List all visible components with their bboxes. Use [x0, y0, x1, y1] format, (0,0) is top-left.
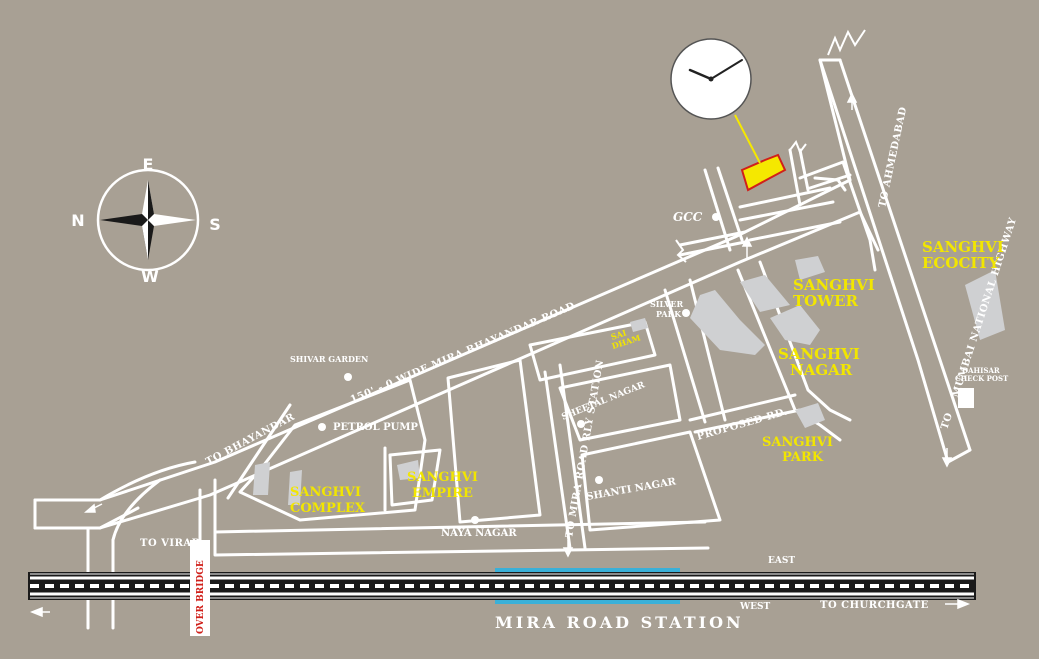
- railway-track: [28, 572, 976, 600]
- sanghvi-park-label-1: SANGHVI: [762, 435, 833, 450]
- sanghvi-empire-label-1: SANGHVI: [407, 470, 478, 485]
- main-road-north-edge: [33, 178, 852, 502]
- road-break-marks: [675, 29, 866, 263]
- block-complex-a: [253, 462, 270, 495]
- block-empire: [397, 460, 420, 480]
- petrol-pump-label: PETROL PUMP: [333, 422, 418, 433]
- block-nagar: [690, 290, 765, 355]
- sanghvi-ecocity-label-2: ECOCITY: [922, 254, 1000, 272]
- main-road-label: 150' - 0 WIDE MIRA BHAYANDAR ROAD: [349, 301, 577, 406]
- sanghvi-park-label-2: PARK: [782, 450, 824, 465]
- block-tower-a: [740, 275, 790, 312]
- building-blocks: [253, 256, 1005, 505]
- station-platforms: [495, 568, 680, 604]
- sanghvi-complex-label-1: SANGHVI: [290, 485, 361, 500]
- west-label: WEST: [739, 602, 770, 612]
- compass-south-label: S: [209, 215, 221, 234]
- sanghvi-nagar-label-1: SANGHVI: [778, 345, 860, 363]
- sanghvi-tower-label-2: TOWER: [793, 292, 859, 310]
- compass-east-label: E: [143, 155, 154, 174]
- compass-icon: [96, 168, 200, 272]
- site-pointer-line: [734, 114, 761, 164]
- east-label: EAST: [768, 556, 795, 566]
- block-sai-dham: [630, 318, 648, 332]
- compass-west-label: W: [141, 267, 159, 286]
- compass-north-label: N: [71, 211, 84, 230]
- site-marker-icon: [740, 153, 787, 192]
- over-bridge: [190, 540, 210, 636]
- block-near-tower: [795, 256, 825, 280]
- sanghvi-ecocity-label-1: SANGHVI: [922, 238, 1004, 256]
- block-tower-b: [770, 305, 820, 345]
- dahisar-label-1: DAHISAR: [962, 366, 1000, 375]
- sanghvi-complex-label-2: COMPLEX: [290, 501, 366, 516]
- gcc-label: GCC: [673, 210, 703, 224]
- road-network: [33, 58, 972, 630]
- silver-park-label-2: PARK: [656, 309, 682, 319]
- sanghvi-empire-label-2: EMPIRE: [412, 486, 473, 501]
- station-name-label: MIRA ROAD STATION: [495, 613, 744, 632]
- block-complex-b: [288, 470, 302, 505]
- over-bridge-label: OVER BRIDGE: [196, 560, 206, 634]
- svg-text:SAI: SAI: [610, 327, 628, 341]
- sanghvi-tower-label-1: SANGHVI: [793, 276, 875, 294]
- naya-nagar-label: NAYA NAGAR: [441, 528, 517, 539]
- shivar-garden-label: SHIVAR GARDEN: [290, 354, 368, 364]
- block-ecocity: [965, 270, 1005, 340]
- check-post-marker: [958, 388, 974, 408]
- landmark-dots: [318, 213, 720, 524]
- to-churchgate-label: TO CHURCHGATE: [820, 600, 929, 611]
- dahisar-label-2: CHECK POST: [955, 374, 1009, 383]
- main-road-south-edge: [33, 210, 862, 530]
- to-ahmedabad-label: TO AHMEDABAD: [877, 106, 909, 209]
- to-virar-label: TO VIRAR: [140, 538, 201, 549]
- block-park: [795, 403, 825, 428]
- clock-icon: [670, 38, 752, 120]
- silver-park-label-1: SILVER: [650, 299, 684, 309]
- highway-label-prefix: TO: [939, 411, 955, 431]
- sanghvi-nagar-label-2: NAGAR: [790, 361, 853, 379]
- direction-arrow-icon: [29, 92, 971, 618]
